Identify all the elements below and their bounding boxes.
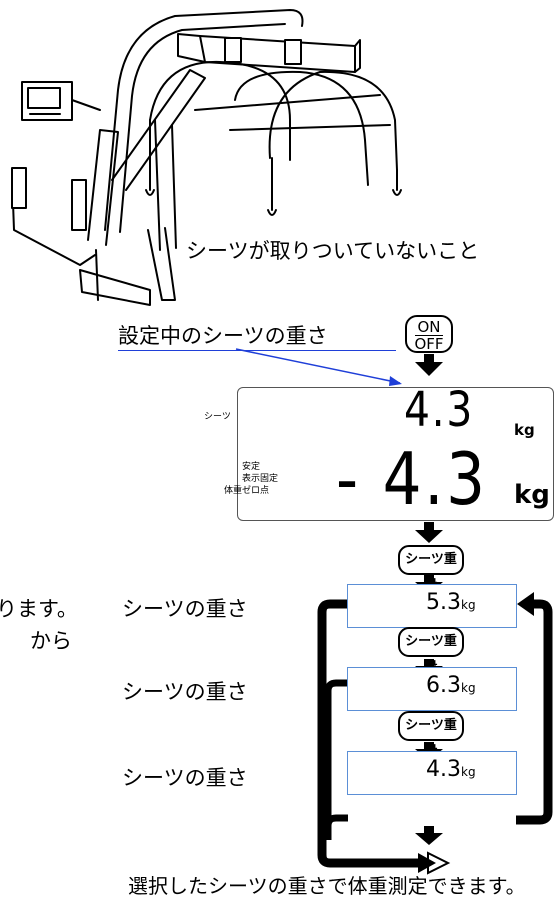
footer-note: 選択したシーツの重さで体重測定できます。 (128, 874, 526, 898)
sheet-weight-label-2: シーツの重さ (122, 680, 248, 704)
option-display-3[interactable] (347, 751, 517, 795)
option-unit-1: kg (461, 598, 476, 612)
sheet-weight-button-2[interactable]: シーツ重量 (398, 627, 464, 675)
on-label: ON (415, 319, 443, 336)
sheet-weight-button-3[interactable]: シーツ重量 (398, 711, 464, 759)
status-zero: ゼロ点 (242, 486, 270, 496)
sheet-weight-label-1: シーツの重さ (122, 597, 248, 621)
option-value-3: 4.3kg (426, 757, 476, 782)
display-sheet-value: 4.3 (404, 382, 474, 438)
display-weight-value: - 4.3 (336, 437, 488, 521)
partial-text-line2: から (30, 629, 72, 653)
option-unit-2: kg (461, 681, 476, 695)
display-weight-label: 体重 (224, 486, 243, 496)
option-display-2[interactable] (347, 667, 517, 711)
no-sheet-note: シーツが取りついていないこと (186, 239, 480, 263)
sheet-weight-button[interactable]: シーツ重量 (398, 545, 464, 593)
sheet-weight-label-3: シーツの重さ (122, 766, 248, 790)
option-display-1[interactable] (347, 584, 517, 628)
onoff-button[interactable]: ON OFF (405, 315, 453, 353)
display-weight-unit: kg (514, 480, 550, 510)
option-value-2: 6.3kg (426, 673, 476, 698)
option-value-3-number: 4.3 (426, 757, 461, 782)
option-value-2-number: 6.3 (426, 673, 461, 698)
weight-display (237, 387, 554, 521)
partial-text-line1: ります。 (0, 597, 78, 621)
option-unit-3: kg (461, 765, 476, 779)
status-stable: 安定 (242, 462, 261, 472)
status-hold: 表示固定 (242, 474, 279, 484)
current-sheet-weight-underline (118, 350, 396, 351)
current-sheet-weight-label: 設定中のシーツの重さ (118, 324, 328, 348)
option-value-1-number: 5.3 (426, 590, 461, 615)
off-label: OFF (414, 335, 444, 353)
lift-illustration (11, 9, 402, 306)
display-sheet-label: シーツ (204, 412, 231, 422)
display-sheet-unit: kg (514, 421, 535, 439)
option-value-1: 5.3kg (426, 590, 476, 615)
